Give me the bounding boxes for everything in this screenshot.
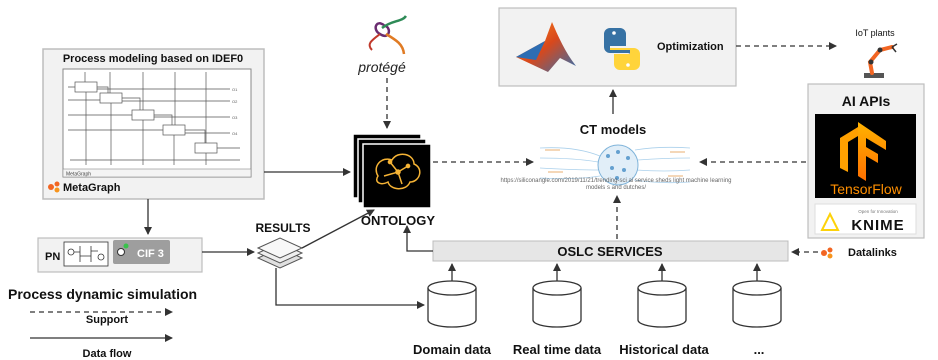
cif-icon (117, 243, 129, 256)
pn-label: PN (45, 251, 60, 263)
datastore-label: Historical data (619, 342, 709, 357)
protege-logo-icon (368, 15, 408, 55)
matlab-logo-icon (516, 22, 576, 72)
oslc-services-bar[interactable]: OSLC SERVICES (432, 240, 789, 262)
idef0-sheet-label: MetaGraph (66, 172, 91, 178)
iot-label: IoT plants (855, 28, 895, 38)
arrow-results-ontology (301, 209, 375, 249)
datastore-realtime[interactable]: Real time data (513, 280, 602, 357)
connectors (144, 89, 761, 309)
ai-apis-panel[interactable]: AI APIs TensorFlow Open for Innovation K… (807, 83, 925, 239)
datastore-label: Domain data (413, 342, 492, 357)
results-stack-icon (256, 237, 304, 269)
datalinks-logo-icon (821, 247, 833, 259)
simulation-label: Process dynamic simulation (8, 286, 197, 302)
svg-text:O2: O2 (232, 99, 238, 104)
legend-support-label: Support (86, 314, 128, 326)
knime-tagline: Open for Innovation (858, 209, 898, 214)
datastore-label: ... (754, 342, 765, 357)
arrow-results-domain (275, 268, 425, 309)
ai-apis-title: AI APIs (842, 93, 891, 109)
arrow-oslc-ontology (403, 225, 433, 252)
ct-models-label: CT models (580, 122, 646, 137)
datastore-more[interactable]: ... (732, 280, 782, 357)
datalinks-label: Datalinks (848, 247, 897, 259)
svg-text:O4: O4 (232, 131, 238, 136)
petri-net-icon (63, 241, 109, 267)
cif-label: CIF 3 (137, 248, 164, 260)
simulation-panel[interactable]: PN CIF 3 (37, 237, 203, 273)
optimization-label: Optimization (657, 41, 724, 53)
results-label: RESULTS (255, 221, 310, 235)
svg-text:O3: O3 (232, 115, 238, 120)
idef0-title: Process modeling based on IDEF0 (63, 53, 243, 65)
svg-text:O1: O1 (232, 87, 238, 92)
ct-models-watermark-2: models s and dutches/ (586, 185, 646, 191)
ontology-label: ONTOLOGY (361, 213, 435, 228)
support-connectors (383, 42, 837, 256)
datastore-label: Real time data (513, 342, 602, 357)
neural-network-icon (539, 144, 691, 186)
protege-label: protégé (357, 59, 406, 75)
python-logo-icon (604, 28, 640, 70)
knime-logo-icon: Open for Innovation KNIME (814, 203, 917, 235)
tensorflow-label: TensorFlow (830, 181, 902, 197)
ct-models-watermark-1: https://siliconangle.com/2019/11/21/tren… (500, 178, 731, 184)
datastore-domain[interactable]: Domain data (413, 280, 492, 357)
metagraph-logo-icon (48, 181, 60, 193)
robot-arm-icon (864, 43, 898, 78)
tensorflow-logo-icon: TensorFlow (815, 114, 916, 198)
tools-panel[interactable]: Optimization (498, 7, 737, 87)
brain-icon (375, 153, 421, 190)
legend-dataflow-label: Data flow (83, 348, 132, 360)
oslc-label: OSLC SERVICES (557, 244, 663, 259)
legend: Support Data flow (30, 308, 173, 360)
datastore-historical[interactable]: Historical data (619, 280, 710, 357)
ontology-icon[interactable] (352, 133, 432, 209)
knime-label: KNIME (851, 217, 904, 234)
metagraph-label: MetaGraph (63, 182, 121, 194)
